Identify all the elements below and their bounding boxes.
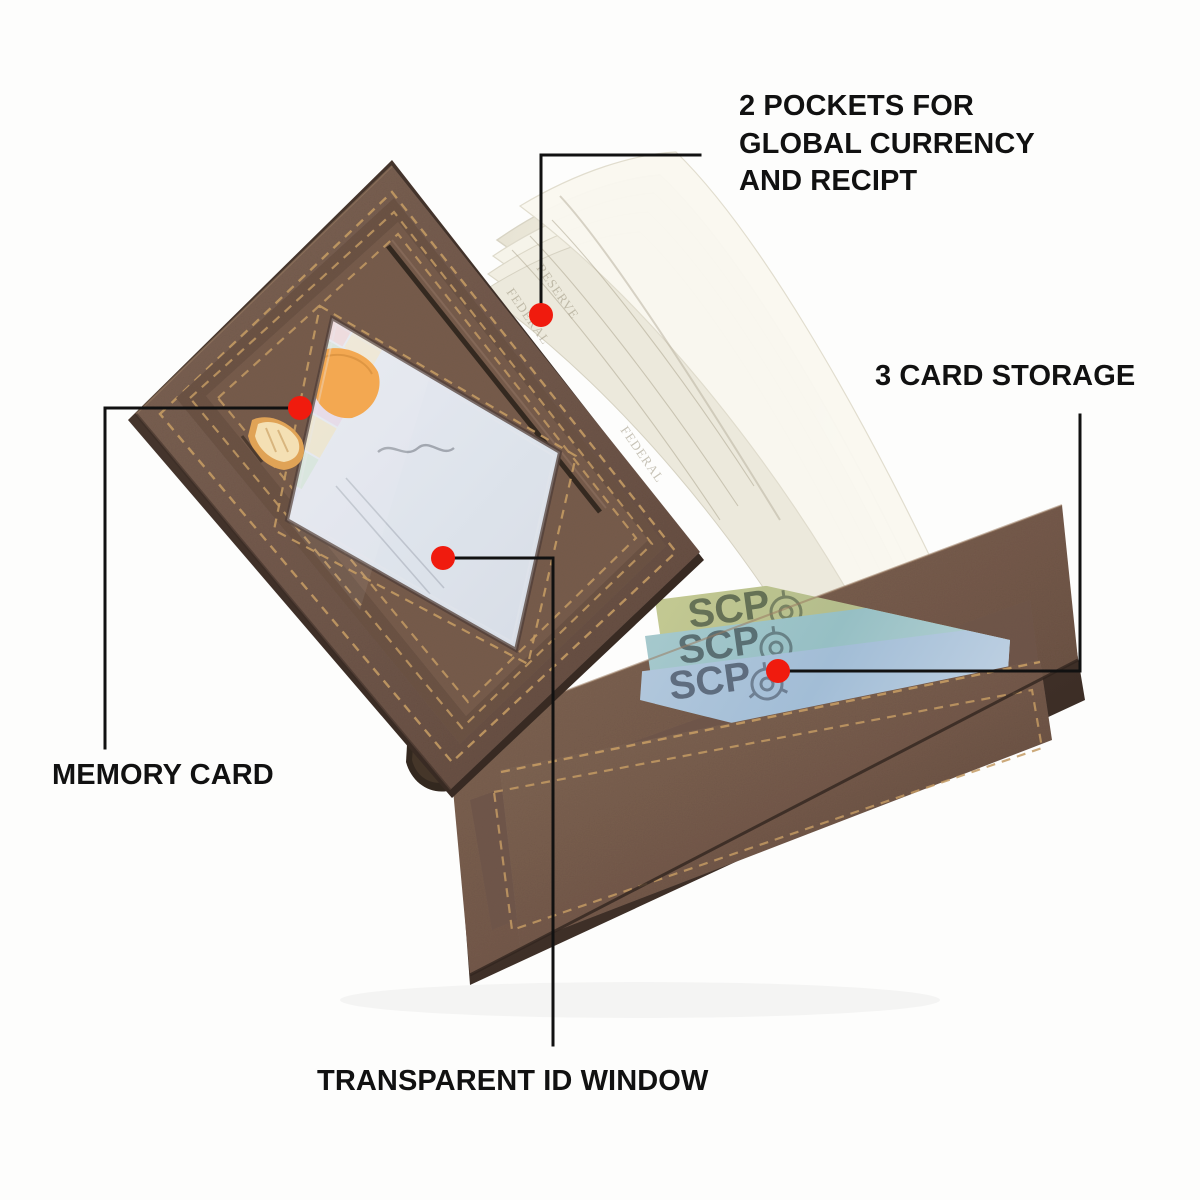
callout-label-id-window: TRANSPARENT ID WINDOW xyxy=(317,1065,709,1097)
leader-line-currency xyxy=(539,153,702,317)
leader-line-card-storage xyxy=(776,413,1082,673)
callout-dots xyxy=(288,303,790,683)
callout-dot-memory-card xyxy=(288,396,312,420)
banknote-stack: FEDERAL RESERVE FEDERAL xyxy=(481,151,947,666)
chip-icon xyxy=(312,348,380,419)
callout-dot-card-storage xyxy=(766,659,790,683)
memory-card xyxy=(248,417,304,470)
callout-dot-currency xyxy=(529,303,553,327)
transparent-id-window: DINERS CLUB xyxy=(284,314,563,654)
callout-dot-id-window xyxy=(431,546,455,570)
callout-label-memory-card: MEMORY CARD xyxy=(52,759,274,791)
callout-label-card-storage: 3 CARD STORAGE xyxy=(875,360,1136,392)
leader-line-memory-card xyxy=(103,406,302,750)
wallet-left-panel: DINERS CLUB xyxy=(128,160,704,798)
wallet-right-panel: SCP ACCESS CARD SCP ACCESS CARD xyxy=(447,504,1085,985)
leader-line-id-window xyxy=(441,556,555,1047)
callout-label-currency: 2 POCKETS FOR GLOBAL CURRENCY AND RECIPT xyxy=(739,90,1035,198)
